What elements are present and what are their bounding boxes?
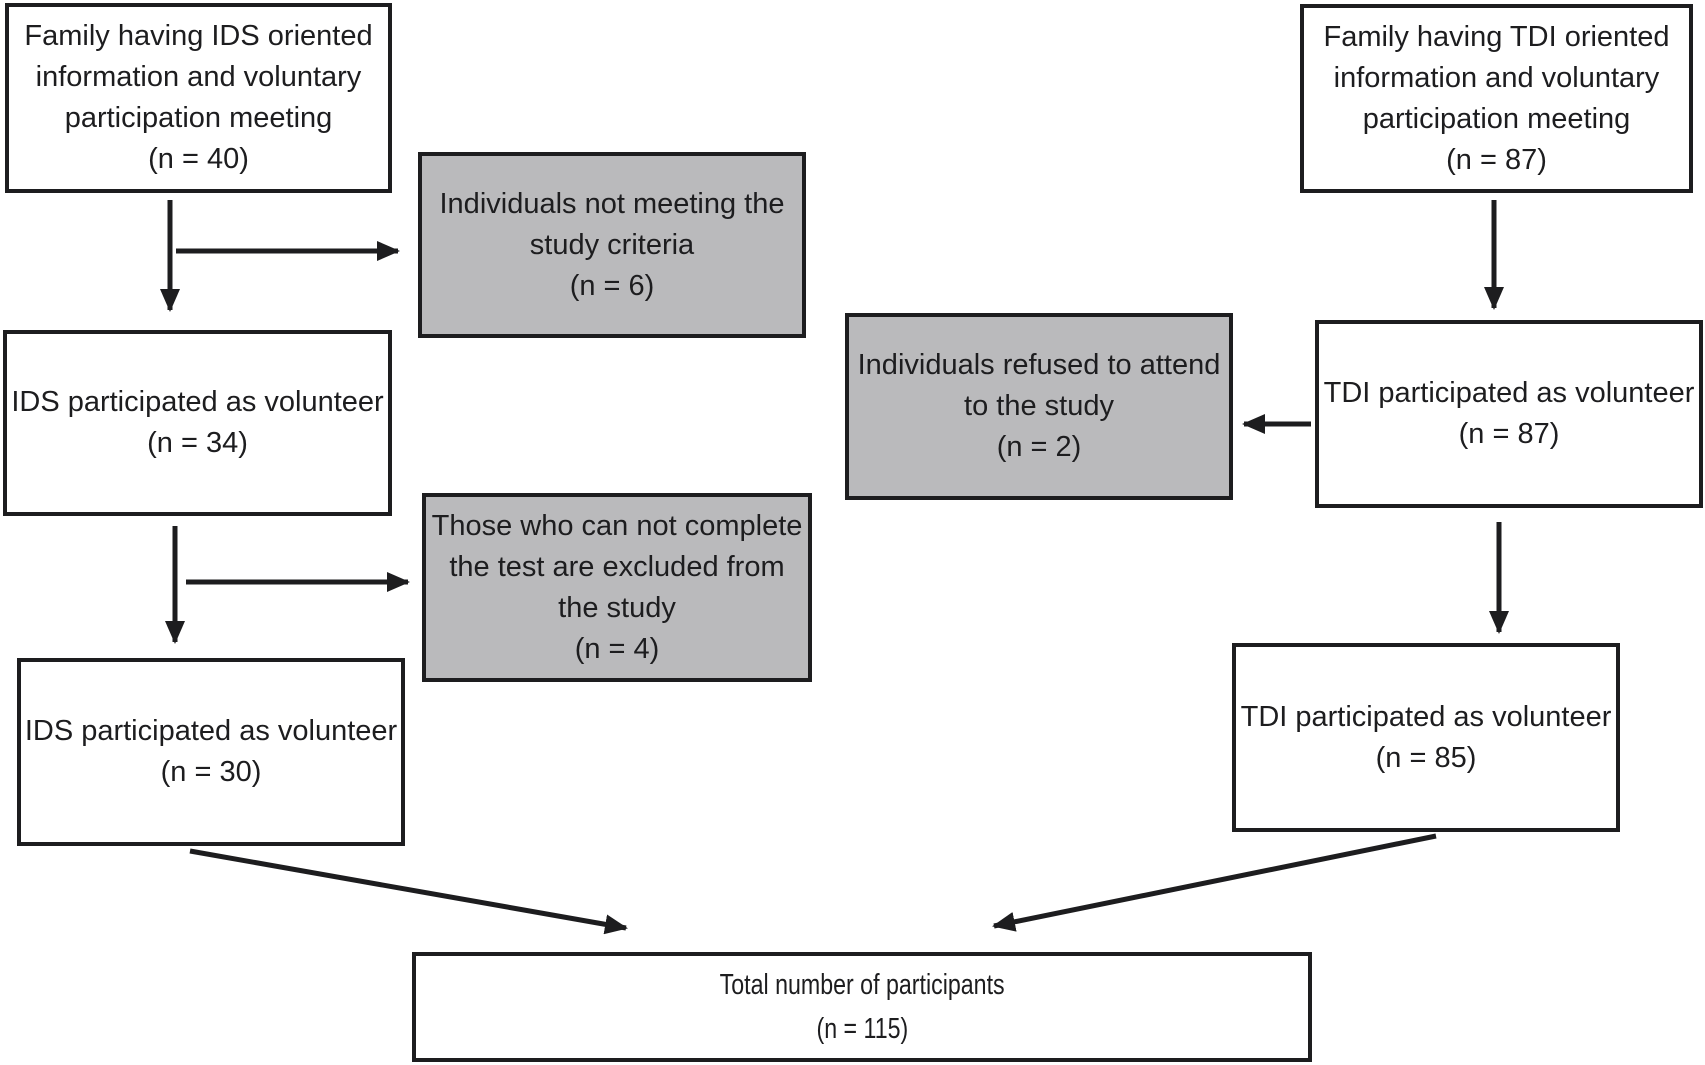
box-text-line: TDI participated as volunteer — [1240, 700, 1612, 733]
box-count-line: (n = 34) — [147, 427, 248, 459]
box-family-ids-meeting: Family having IDS oriented information a… — [5, 3, 392, 193]
box-family-tdi-meeting: Family having TDI oriented information a… — [1300, 4, 1693, 193]
box-text-line: IDS participated as volunteer — [24, 715, 398, 747]
box-text-line: TDI participated as volunteer — [1323, 377, 1695, 409]
box-total-participants: Total number of participants (n = 115) — [412, 952, 1312, 1062]
arrow-volunteer30-to-total — [189, 848, 628, 935]
box-text-line: information and voluntary — [35, 61, 362, 93]
arrow-volunteer85-to-total — [992, 833, 1437, 932]
box-count-line: (n = 115) — [816, 1013, 908, 1045]
box-text-line: Family having IDS oriented — [24, 20, 373, 52]
box-text-line: study criteria — [529, 228, 695, 261]
box-text-line: Family having TDI oriented — [1323, 20, 1670, 53]
box-count-line: (n = 85) — [1375, 741, 1477, 774]
box-count-line: (n = 87) — [1458, 418, 1560, 450]
box-count-line: (n = 87) — [1446, 143, 1547, 176]
box-text-line: information and voluntary — [1333, 61, 1660, 94]
box-text-line: IDS participated as volunteer — [11, 386, 384, 418]
box-count-line: (n = 6) — [569, 269, 655, 302]
box-excluded-refused-to-attend: Individuals refused to attend to the stu… — [845, 313, 1233, 500]
box-tdi-volunteer-85: TDI participated as volunteer (n = 85) — [1232, 643, 1620, 832]
box-excluded-not-meeting-criteria: Individuals not meeting the study criter… — [418, 152, 806, 338]
box-text-line: Those who can not complete — [431, 509, 803, 542]
box-text-line: Individuals refused to attend — [857, 349, 1221, 381]
box-text-line: participation meeting — [1362, 102, 1631, 135]
box-count-line: (n = 40) — [148, 143, 249, 175]
box-text-line: the study — [558, 591, 676, 624]
box-text-line: participation meeting — [64, 102, 333, 134]
box-text-line: the test are excluded from — [449, 550, 785, 583]
box-text-line: Total number of participants — [719, 969, 1005, 1001]
box-tdi-volunteer-87: TDI participated as volunteer (n = 87) — [1315, 320, 1703, 508]
box-count-line: (n = 4) — [574, 632, 660, 665]
box-text-line: to the study — [964, 390, 1114, 422]
box-text-line: Individuals not meeting the — [439, 187, 785, 220]
box-excluded-cannot-complete-test: Those who can not complete the test are … — [422, 493, 812, 682]
box-ids-volunteer-30: IDS participated as volunteer (n = 30) — [17, 658, 405, 846]
box-ids-volunteer-34: IDS participated as volunteer (n = 34) — [3, 330, 392, 516]
box-count-line: (n = 2) — [996, 431, 1082, 463]
box-count-line: (n = 30) — [160, 756, 262, 788]
